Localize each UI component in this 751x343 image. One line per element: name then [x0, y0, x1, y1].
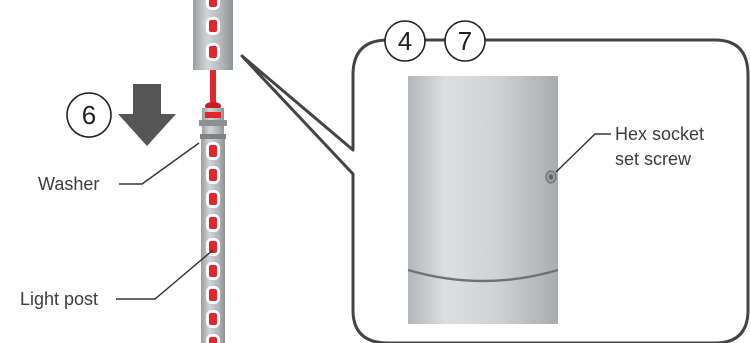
step-7-number: 7	[458, 26, 472, 56]
detail-post-closeup	[407, 76, 559, 324]
step-4-number: 4	[398, 26, 412, 56]
led-chain	[206, 142, 220, 343]
step-7-circle	[444, 20, 486, 62]
step-6-circle	[66, 92, 112, 138]
led-light	[209, 145, 217, 157]
lower-light-post	[199, 108, 227, 343]
red-cable	[210, 70, 216, 112]
led-light	[209, 337, 217, 343]
light-post-leader-line	[116, 249, 214, 300]
led-light	[209, 169, 217, 181]
washer-label: Washer	[38, 174, 99, 194]
washer-leader-line	[119, 142, 200, 185]
hex-socket-leader-line	[555, 133, 611, 173]
hex-socket-label-line1: Hex socket	[615, 124, 704, 144]
led-light	[209, 217, 217, 229]
step-6-number: 6	[82, 100, 96, 130]
down-arrow-icon	[118, 84, 176, 146]
hex-socket-label-line2: set screw	[615, 149, 692, 169]
led-light	[209, 193, 217, 205]
led-light	[209, 265, 217, 277]
led-light	[209, 313, 217, 325]
step-4-circle	[384, 20, 426, 62]
led-light	[209, 241, 217, 253]
upper-post-segment	[193, 0, 233, 70]
light-post-label: Light post	[20, 289, 98, 309]
led-light	[209, 289, 217, 301]
